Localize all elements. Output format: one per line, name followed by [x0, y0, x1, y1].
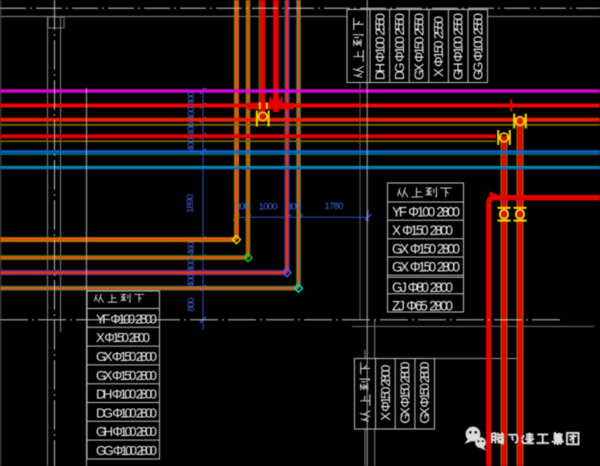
svg-text:GH Φ100 2550: GH Φ100 2550 — [451, 13, 466, 80]
svg-text:460: 460 — [186, 242, 197, 256]
svg-text:GX Φ150 2550: GX Φ150 2550 — [412, 13, 427, 80]
svg-text:YF Φ100 2800: YF Φ100 2800 — [96, 311, 157, 326]
svg-text:X Φ150 2800: X Φ150 2800 — [96, 330, 150, 345]
svg-text:DH Φ100 2550: DH Φ100 2550 — [372, 13, 387, 80]
svg-text:GX Φ150 2800: GX Φ150 2800 — [398, 362, 413, 424]
svg-text:400: 400 — [186, 91, 197, 105]
svg-text:DG Φ100 2800: DG Φ100 2800 — [96, 405, 157, 420]
svg-text:800: 800 — [186, 298, 197, 312]
svg-text:GX Φ150 2800: GX Φ150 2800 — [417, 362, 432, 424]
svg-text:1780: 1780 — [325, 201, 344, 212]
svg-text:X Φ150 2550: X Φ150 2550 — [431, 16, 446, 77]
svg-text:400: 400 — [186, 107, 197, 121]
svg-text:1000: 1000 — [259, 202, 278, 213]
svg-text:X Φ150 2800: X Φ150 2800 — [378, 365, 393, 421]
svg-text:DH Φ100 2800: DH Φ100 2800 — [96, 387, 157, 402]
svg-text:300: 300 — [287, 202, 301, 213]
svg-text:GJ Φ80 2800: GJ Φ80 2800 — [392, 280, 453, 295]
svg-text:GX Φ150 2800: GX Φ150 2800 — [96, 368, 157, 383]
svg-text:GG Φ100 2550: GG Φ100 2550 — [470, 13, 485, 80]
svg-text:300: 300 — [235, 202, 249, 213]
svg-text:400: 400 — [186, 258, 197, 272]
svg-text:GX Φ150 2800: GX Φ150 2800 — [392, 260, 460, 275]
svg-text:400: 400 — [186, 138, 197, 152]
svg-text:X Φ150 2800: X Φ150 2800 — [392, 223, 453, 238]
svg-text:GX Φ150 2800: GX Φ150 2800 — [392, 241, 460, 256]
svg-text:GH Φ100 2800: GH Φ100 2800 — [96, 424, 157, 439]
svg-text:400: 400 — [186, 122, 197, 136]
svg-text:400: 400 — [186, 274, 197, 288]
svg-text:ZJ Φ65 2800: ZJ Φ65 2800 — [392, 298, 453, 313]
svg-text:GG Φ100 2800: GG Φ100 2800 — [96, 443, 157, 458]
svg-text:1890: 1890 — [185, 194, 196, 213]
svg-text:GX Φ150 2800: GX Φ150 2800 — [96, 349, 157, 364]
svg-text:YF Φ100 2800: YF Φ100 2800 — [392, 205, 460, 220]
svg-text:DG Φ100 2550: DG Φ100 2550 — [392, 13, 407, 80]
